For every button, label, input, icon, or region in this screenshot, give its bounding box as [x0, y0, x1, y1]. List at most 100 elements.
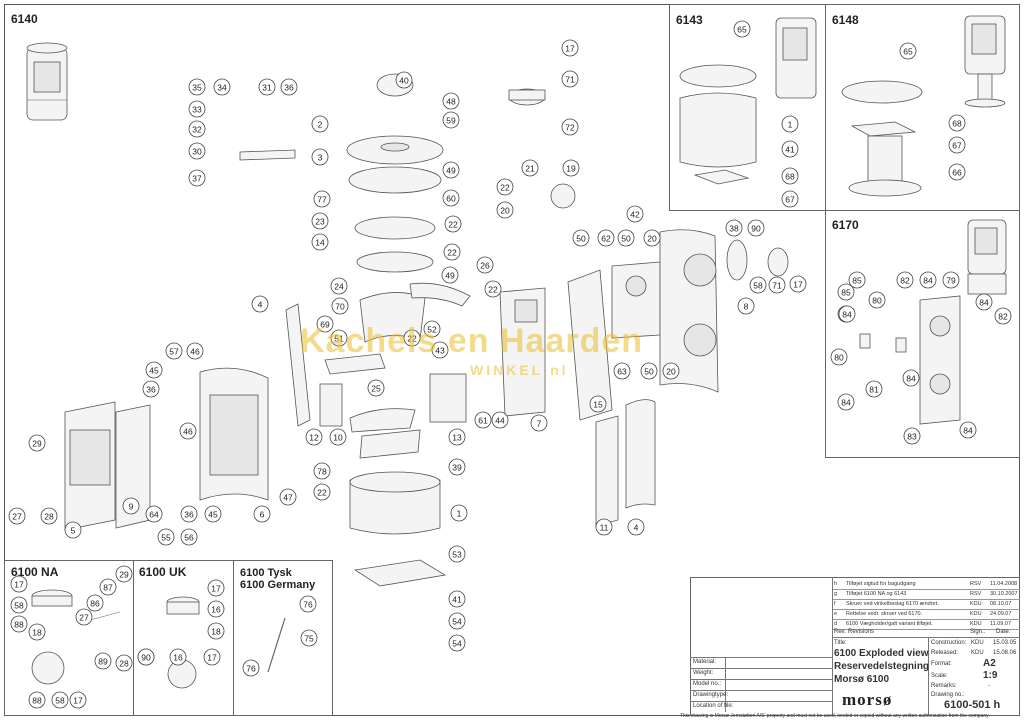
- svg-text:49: 49: [446, 166, 456, 176]
- callout-90: 90: [137, 648, 155, 666]
- svg-text:85: 85: [841, 288, 851, 298]
- revision-sign: RSV: [970, 581, 982, 587]
- callout-78: 78: [313, 462, 331, 480]
- callout-3: 3: [311, 148, 329, 166]
- callout-13: 13: [448, 428, 466, 446]
- revision-text: 6100 Vægholder/galt variant tilføjet.: [846, 621, 933, 627]
- svg-text:50: 50: [621, 234, 631, 244]
- callout-30: 30: [188, 142, 206, 160]
- callout-57: 57: [165, 342, 183, 360]
- callout-22: 22: [444, 215, 462, 233]
- svg-text:63: 63: [617, 367, 627, 377]
- part-6100-na-collar: [31, 589, 121, 685]
- svg-text:5: 5: [71, 526, 76, 536]
- revision-date: 08.10.07: [990, 601, 1012, 607]
- panel-title-6170: 6170: [832, 218, 859, 232]
- callout-84: 84: [902, 369, 920, 387]
- title-block: [690, 577, 1020, 716]
- callout-4: 4: [251, 295, 269, 313]
- svg-text:25: 25: [371, 384, 381, 394]
- svg-text:36: 36: [284, 83, 294, 93]
- svg-text:23: 23: [315, 217, 325, 227]
- svg-text:81: 81: [869, 385, 879, 395]
- svg-text:1: 1: [457, 509, 462, 519]
- svg-text:54: 54: [452, 617, 462, 627]
- svg-text:56: 56: [184, 533, 194, 543]
- callout-16: 16: [207, 600, 225, 618]
- callout-66: 66: [948, 163, 966, 181]
- svg-text:64: 64: [149, 510, 159, 520]
- revision-text: Tilføjet 6100 NA og 6143: [846, 591, 907, 597]
- callout-46: 46: [186, 342, 204, 360]
- svg-text:55: 55: [161, 533, 171, 543]
- svg-text:3: 3: [318, 153, 323, 163]
- panel-title-6100-germany: 6100 Germany: [240, 579, 316, 591]
- revision-letter: g: [834, 591, 838, 597]
- construction-sign: KDU: [971, 640, 984, 646]
- callout-90: 90: [747, 219, 765, 237]
- svg-text:16: 16: [211, 605, 221, 615]
- callout-41: 41: [448, 590, 466, 608]
- stove-thumbnail-6148: [964, 15, 1006, 108]
- callout-11: 11: [595, 518, 613, 536]
- svg-text:49: 49: [445, 271, 455, 281]
- revision-letter: d: [834, 621, 838, 627]
- callout-45: 45: [204, 505, 222, 523]
- part-top-plate: [346, 73, 444, 273]
- svg-text:78: 78: [317, 467, 327, 477]
- svg-text:37: 37: [192, 174, 202, 184]
- revision-date: 11.04.2008: [990, 581, 1018, 587]
- svg-text:18: 18: [32, 628, 42, 638]
- part-door-glass-right: [595, 399, 656, 527]
- svg-text:43: 43: [435, 346, 445, 356]
- svg-text:22: 22: [448, 220, 458, 230]
- svg-text:58: 58: [14, 601, 24, 611]
- callout-50: 50: [572, 229, 590, 247]
- format-value: A2: [983, 658, 996, 669]
- callout-65: 65: [733, 20, 751, 38]
- callout-85: 85: [848, 271, 866, 289]
- callout-54: 54: [448, 612, 466, 630]
- callout-39: 39: [448, 458, 466, 476]
- callout-87: 87: [99, 578, 117, 596]
- svg-text:2: 2: [318, 120, 323, 130]
- svg-text:70: 70: [335, 302, 345, 312]
- callout-45: 45: [145, 361, 163, 379]
- svg-text:4: 4: [258, 300, 263, 310]
- callout-62: 62: [597, 229, 615, 247]
- part-6100-germany-rod: [267, 617, 286, 673]
- revision-date: 24.09.07: [990, 611, 1012, 617]
- svg-text:88: 88: [14, 620, 24, 630]
- callout-67: 67: [948, 136, 966, 154]
- panel-title-6148: 6148: [832, 13, 859, 27]
- svg-text:71: 71: [565, 75, 575, 85]
- callout-85: 85: [837, 283, 855, 301]
- callout-36: 36: [180, 505, 198, 523]
- title-line-3: Morsø 6100: [834, 674, 890, 685]
- svg-text:27: 27: [79, 613, 89, 623]
- svg-text:80: 80: [834, 353, 844, 363]
- svg-text:65: 65: [903, 47, 913, 57]
- svg-text:22: 22: [317, 488, 327, 498]
- callout-88: 88: [10, 615, 28, 633]
- svg-text:22: 22: [500, 183, 510, 193]
- revision-text: Skruer ved vinkelbeslag 6170 ændret.: [846, 601, 939, 607]
- callout-84: 84: [975, 293, 993, 311]
- part-6143-parts: [679, 64, 757, 185]
- date-label: Date:: [996, 629, 1011, 635]
- model-label: Model no.:: [693, 681, 722, 687]
- stove-thumbnail-6143: [775, 17, 817, 99]
- svg-text:69: 69: [320, 320, 330, 330]
- svg-text:85: 85: [852, 276, 862, 286]
- callout-17: 17: [207, 579, 225, 597]
- callout-2: 2: [311, 115, 329, 133]
- location-label: Location of file:: [693, 703, 734, 709]
- callout-50: 50: [640, 362, 658, 380]
- title-line-1: 6100 Exploded view: [834, 648, 929, 659]
- revision-sign: KDU: [970, 611, 982, 617]
- callout-75: 75: [300, 629, 318, 647]
- callout-22: 22: [484, 280, 502, 298]
- svg-text:29: 29: [119, 570, 129, 580]
- callout-35: 35: [188, 78, 206, 96]
